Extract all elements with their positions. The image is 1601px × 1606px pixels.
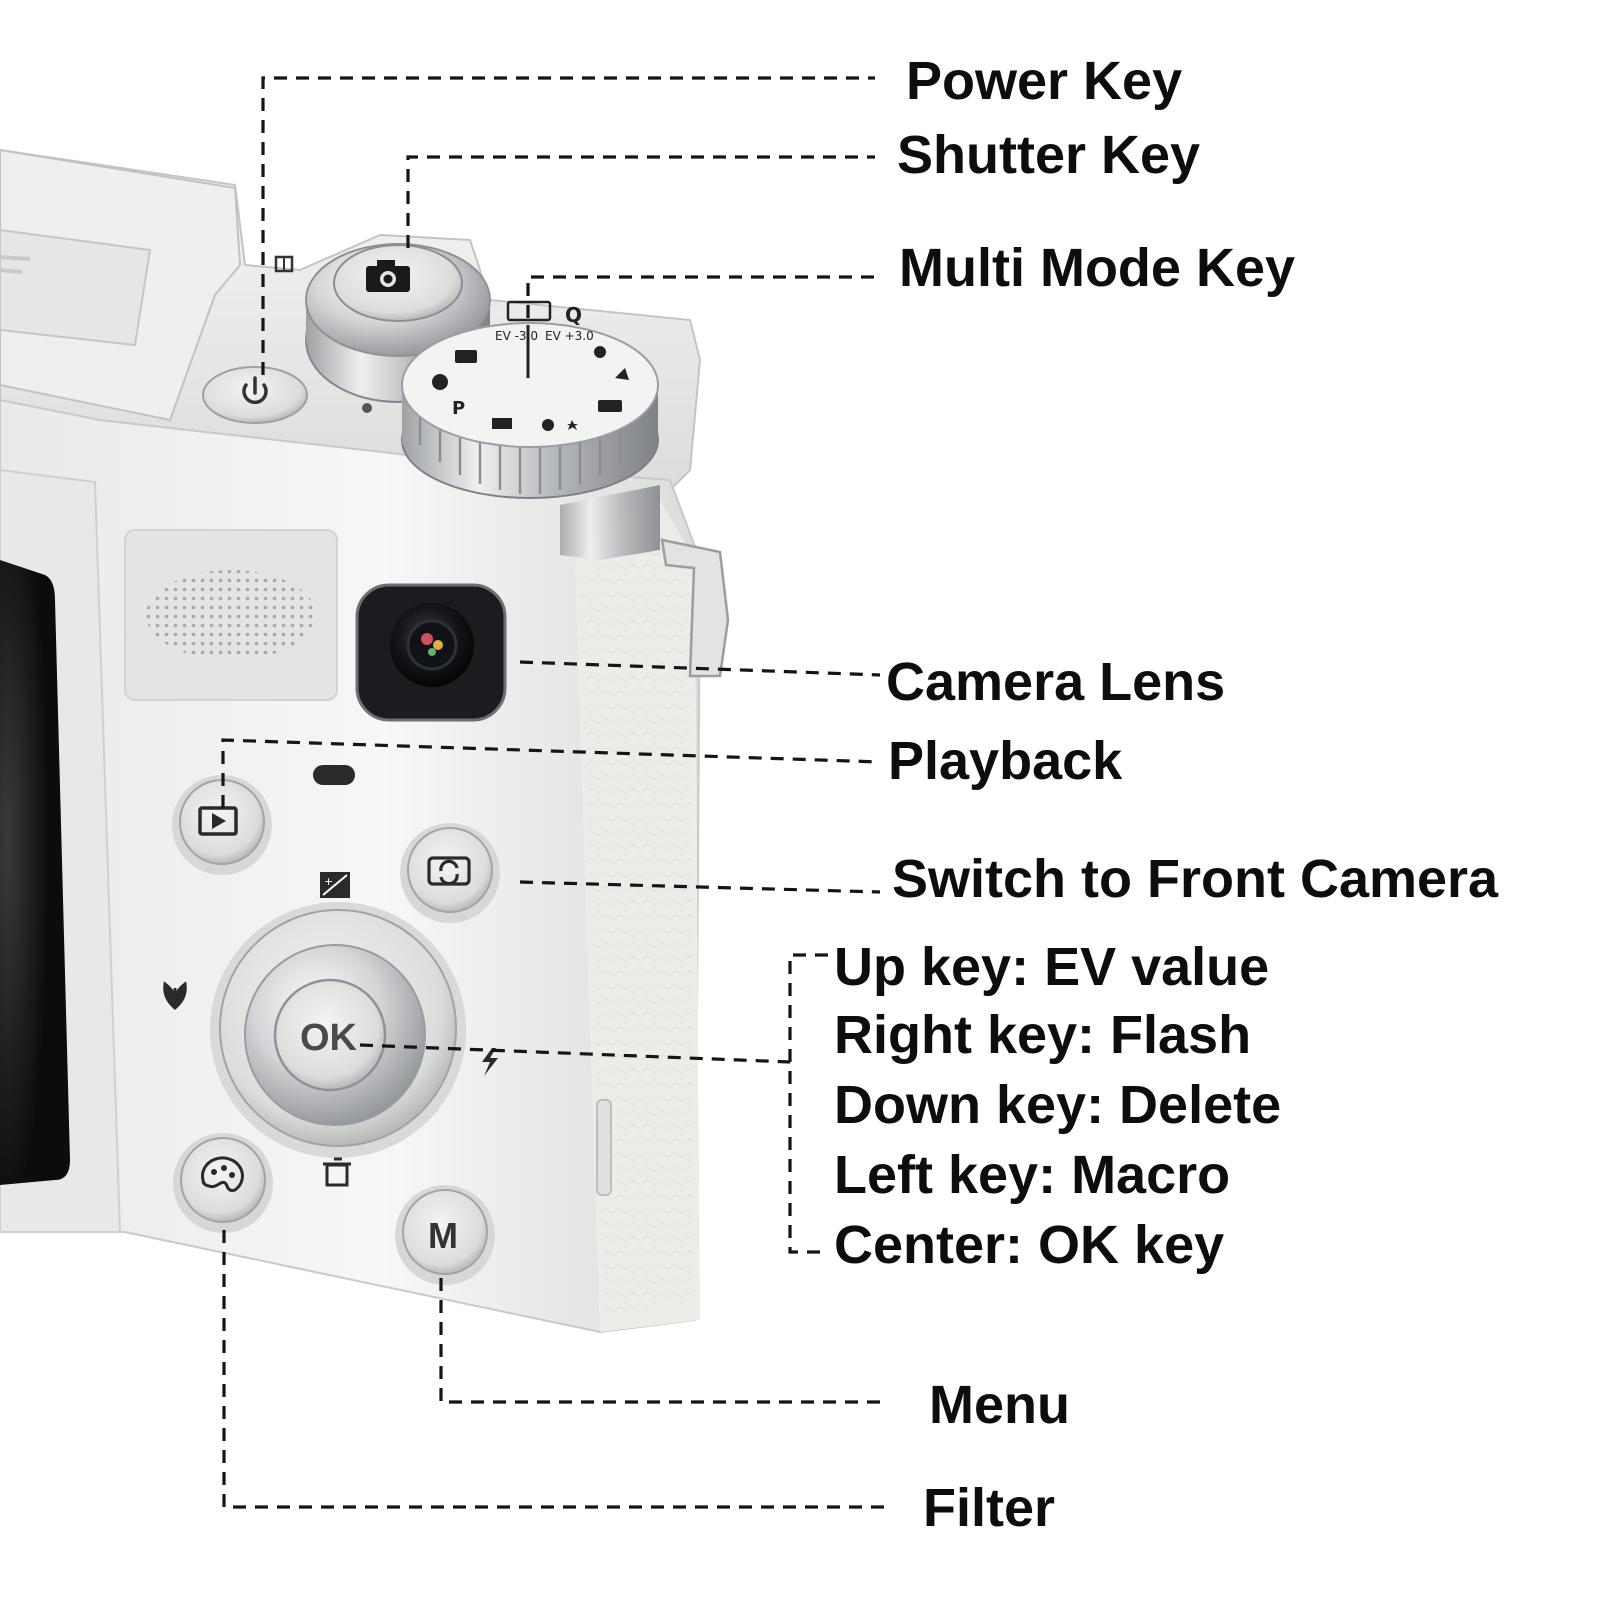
dial-ev-minus: EV -3.0 xyxy=(495,329,538,343)
menu-leader xyxy=(439,1278,885,1404)
label-power-key: Power Key xyxy=(906,51,1183,111)
dial-markings: EV -3.0 EV +3.0 P Q xyxy=(452,303,594,419)
panorama-icon xyxy=(455,350,477,363)
dpad-bracket xyxy=(788,953,828,1254)
label-dpad-left: Left key: Macro xyxy=(834,1145,1231,1205)
macro-icon xyxy=(163,981,187,1010)
camera-icon xyxy=(366,260,410,292)
filter-button[interactable] xyxy=(180,1137,266,1223)
svg-text:+: + xyxy=(324,875,333,888)
label-dpad-down: Down key: Delete xyxy=(834,1075,1282,1135)
menu-button[interactable] xyxy=(402,1189,488,1275)
night-icon xyxy=(542,419,554,431)
dial-icons xyxy=(432,300,629,431)
video-icon xyxy=(492,418,512,429)
hot-shoe xyxy=(0,228,152,347)
auto-mode-icon xyxy=(506,300,552,322)
palette-icon xyxy=(201,1156,244,1192)
timelapse-icon xyxy=(598,400,622,412)
label-dpad-right: Right key: Flash xyxy=(834,1005,1252,1065)
lcd-screen xyxy=(0,560,70,1185)
star-icon xyxy=(567,420,578,430)
mode-leader xyxy=(526,275,875,318)
leader-lines xyxy=(221,76,885,1509)
ok-button[interactable] xyxy=(273,978,387,1092)
dial-p: P xyxy=(452,398,465,419)
portrait-icon xyxy=(594,346,606,358)
switch-leader xyxy=(519,880,881,894)
power-icon xyxy=(242,376,268,405)
shutter-leader xyxy=(406,155,875,248)
label-switch-front-camera: Switch to Front Camera xyxy=(892,849,1499,909)
delete-icon xyxy=(323,1157,351,1187)
play-icon xyxy=(198,806,238,836)
ev-compensation-icon: + xyxy=(320,872,350,898)
speaker-grille xyxy=(146,570,316,660)
label-camera-lens: Camera Lens xyxy=(886,652,1226,712)
dpad-leader xyxy=(359,1043,791,1064)
scene-icon xyxy=(432,374,448,390)
dial-q: Q xyxy=(565,303,582,327)
label-filter: Filter xyxy=(923,1478,1056,1538)
label-dpad-up: Up key: EV value xyxy=(834,937,1270,997)
label-menu: Menu xyxy=(929,1375,1070,1435)
power-leader xyxy=(261,76,875,375)
power-key[interactable] xyxy=(202,366,308,424)
label-dpad-center: Center: OK key xyxy=(834,1215,1225,1275)
grid-mode-icon xyxy=(274,255,294,273)
landscape-icon xyxy=(615,368,629,380)
strap-lug xyxy=(660,538,730,678)
playback-leader xyxy=(221,738,881,808)
flash-icon xyxy=(482,1048,498,1076)
switch-camera-button[interactable] xyxy=(407,827,493,913)
switch-camera-icon xyxy=(427,856,471,886)
status-led xyxy=(313,765,355,785)
side-port xyxy=(596,1099,612,1196)
lens-leader xyxy=(519,660,881,677)
label-multi-mode-key: Multi Mode Key xyxy=(899,238,1296,298)
ok-button-label: OK xyxy=(300,1017,358,1059)
menu-button-label: M xyxy=(428,1215,458,1256)
label-playback: Playback xyxy=(888,731,1123,791)
filter-leader xyxy=(222,1230,885,1509)
label-shutter-key: Shutter Key xyxy=(897,125,1201,185)
dial-ev-plus: EV +3.0 xyxy=(545,329,594,343)
